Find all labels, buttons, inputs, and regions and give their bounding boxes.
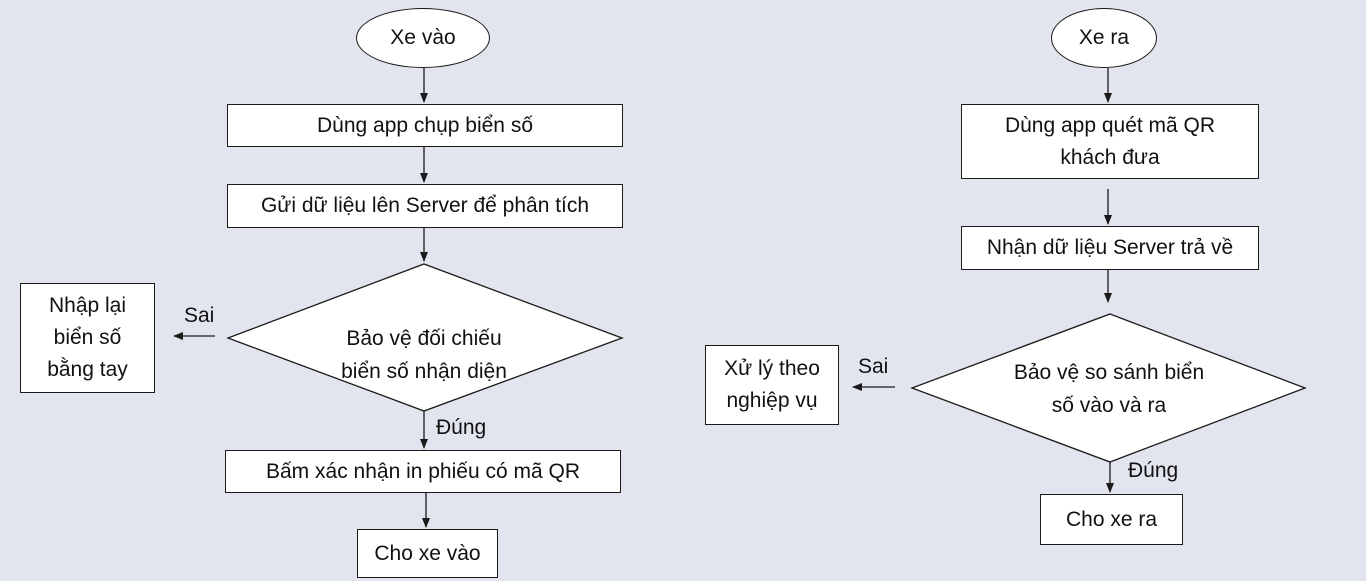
step-receive-data-box: Nhận dữ liệu Server trả về xyxy=(961,226,1259,270)
end-in-label: Cho xe vào xyxy=(374,541,481,565)
step-confirm-print-label: Bấm xác nhận in phiếu có mã QR xyxy=(266,459,580,483)
business-handling-box: Xử lý theo nghiệp vụ xyxy=(705,345,839,425)
decision-in-label: Bảo vệ đối chiếu biển số nhận diện xyxy=(341,327,507,383)
step-send-server-label: Gửi dữ liệu lên Server để phân tích xyxy=(260,194,590,217)
edge-in-yes-label: Đúng xyxy=(436,416,487,439)
decision-out-text: Bảo vệ so sánh biển số vào và ra xyxy=(1004,356,1214,422)
manual-plate-entry-label: Nhập lại biển số bằng tay xyxy=(47,294,128,381)
step-confirm-print-box: Bấm xác nhận in phiếu có mã QR xyxy=(225,450,621,493)
step-scan-qr-box: Dùng app quét mã QR khách đưa xyxy=(961,104,1259,179)
business-handling-label: Xử lý theo nghiệp vụ xyxy=(724,357,820,412)
edge-out-no-label: Sai xyxy=(858,355,889,378)
start-in-ellipse: Xe vào xyxy=(356,8,490,68)
start-out-ellipse: Xe ra xyxy=(1051,8,1157,68)
edge-in-no-label: Sai xyxy=(184,304,215,327)
decision-in-text: Bảo vệ đối chiếu biển số nhận diện xyxy=(328,304,520,406)
manual-plate-entry-box: Nhập lại biển số bằng tay xyxy=(20,283,155,393)
step-scan-qr-label: Dùng app quét mã QR khách đưa xyxy=(1004,113,1216,169)
start-in-label: Xe vào xyxy=(390,26,456,49)
step-send-server-box: Gửi dữ liệu lên Server để phân tích xyxy=(227,184,623,228)
step-receive-data-label: Nhận dữ liệu Server trả về xyxy=(986,236,1234,259)
step-capture-plate-label: Dùng app chụp biển số xyxy=(317,113,533,137)
edge-out-yes-label: Đúng xyxy=(1128,459,1179,482)
start-out-label: Xe ra xyxy=(1078,26,1130,49)
end-out-label: Cho xe ra xyxy=(1065,507,1158,531)
decision-out-label: Bảo vệ so sánh biển số vào và ra xyxy=(1013,361,1205,417)
end-out-box: Cho xe ra xyxy=(1040,494,1183,545)
step-capture-plate-box: Dùng app chụp biển số xyxy=(227,104,623,147)
end-in-box: Cho xe vào xyxy=(357,529,498,578)
